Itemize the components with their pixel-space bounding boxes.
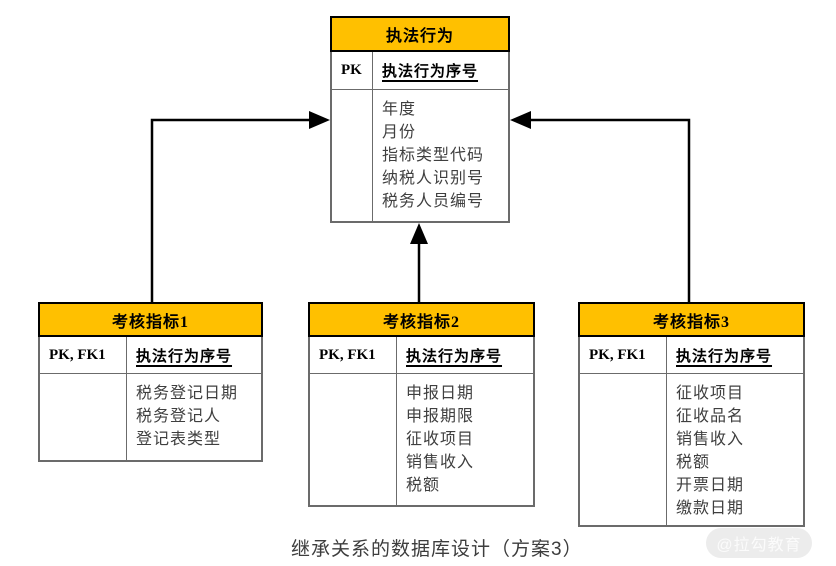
attribute-row: 年度 xyxy=(382,101,417,118)
arrowhead-child3-parent xyxy=(510,111,531,129)
key-field: 执法行为序号 xyxy=(397,337,533,374)
attribute-row: 月份 xyxy=(382,124,417,141)
key-label: PK xyxy=(332,52,373,90)
entity-body: PK, FK1 执法行为序号 申报日期申报期限征收项目销售收入税额 xyxy=(310,337,533,505)
key-label: PK, FK1 xyxy=(40,337,127,374)
attribute-list: 税务登记日期税务登记人登记表类型 xyxy=(127,374,261,460)
connector-child3-parent xyxy=(528,118,691,302)
entity-table-parent: 执法行为 PK 执法行为序号 年度月份指标类型代码纳税人识别号税务人员编号 xyxy=(330,16,510,223)
entity-title: 考核指标2 xyxy=(308,302,535,337)
attribute-row: 税额 xyxy=(406,477,441,494)
attribute-row: 指标类型代码 xyxy=(382,147,485,164)
attribute-list: 征收项目征收品名销售收入税额开票日期缴款日期 xyxy=(667,374,803,525)
entity-title: 执法行为 xyxy=(330,16,510,52)
arrowhead-child2-parent xyxy=(410,223,428,244)
entity-title: 考核指标3 xyxy=(578,302,805,337)
diagram-caption: 继承关系的数据库设计（方案3） xyxy=(291,539,583,560)
attribute-row: 税务登记日期 xyxy=(136,385,239,402)
entity-body: PK 执法行为序号 年度月份指标类型代码纳税人识别号税务人员编号 xyxy=(332,52,508,221)
key-label: PK, FK1 xyxy=(580,337,667,374)
key-field: 执法行为序号 xyxy=(667,337,803,374)
attribute-row: 申报期限 xyxy=(406,408,475,425)
attr-spacer xyxy=(332,90,373,221)
connector-child1-parent xyxy=(150,118,312,302)
entity-title: 考核指标1 xyxy=(38,302,263,337)
attribute-row: 税务登记人 xyxy=(136,408,222,425)
attribute-row: 登记表类型 xyxy=(136,431,222,448)
entity-table-child1: 考核指标1 PK, FK1 执法行为序号 税务登记日期税务登记人登记表类型 xyxy=(38,302,263,462)
watermark-badge: @拉勾教育 xyxy=(706,528,812,558)
attribute-row: 申报日期 xyxy=(406,385,475,402)
attribute-row: 销售收入 xyxy=(676,431,745,448)
attribute-row: 征收项目 xyxy=(406,431,475,448)
arrowhead-child1-parent xyxy=(309,111,330,129)
entity-body: PK, FK1 执法行为序号 税务登记日期税务登记人登记表类型 xyxy=(40,337,261,460)
attr-spacer xyxy=(580,374,667,525)
attribute-row: 征收项目 xyxy=(676,385,745,402)
attribute-row: 税务人员编号 xyxy=(382,193,485,210)
key-label: PK, FK1 xyxy=(310,337,397,374)
attribute-row: 纳税人识别号 xyxy=(382,170,485,187)
entity-body: PK, FK1 执法行为序号 征收项目征收品名销售收入税额开票日期缴款日期 xyxy=(580,337,803,525)
attribute-row: 税额 xyxy=(676,454,711,471)
attribute-list: 年度月份指标类型代码纳税人识别号税务人员编号 xyxy=(373,90,508,221)
attribute-list: 申报日期申报期限征收项目销售收入税额 xyxy=(397,374,533,505)
key-field: 执法行为序号 xyxy=(373,52,508,90)
key-field: 执法行为序号 xyxy=(127,337,261,374)
attr-spacer xyxy=(40,374,127,460)
attribute-row: 征收品名 xyxy=(676,408,745,425)
attr-spacer xyxy=(310,374,397,505)
attribute-row: 销售收入 xyxy=(406,454,475,471)
attribute-row: 缴款日期 xyxy=(676,500,745,517)
entity-table-child3: 考核指标3 PK, FK1 执法行为序号 征收项目征收品名销售收入税额开票日期缴… xyxy=(578,302,805,527)
attribute-row: 开票日期 xyxy=(676,477,745,494)
entity-table-child2: 考核指标2 PK, FK1 执法行为序号 申报日期申报期限征收项目销售收入税额 xyxy=(308,302,535,507)
